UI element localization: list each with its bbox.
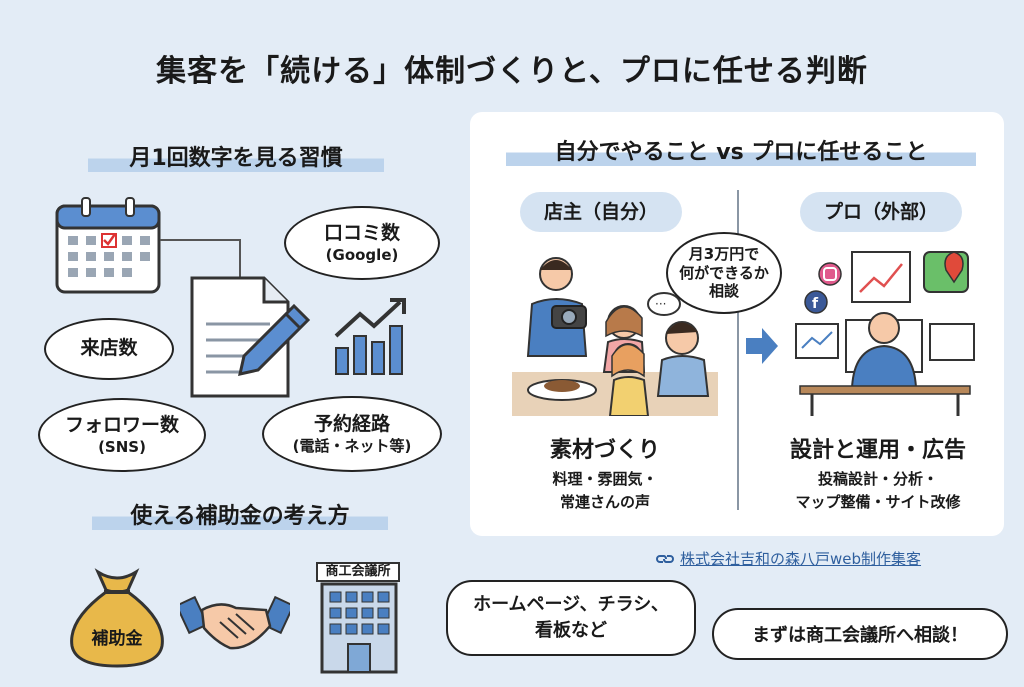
page-title: 集客を「続ける」体制づくりと、プロに任せる判断: [156, 54, 868, 89]
pro-scene-illustration: f: [795, 251, 975, 416]
svg-text:f: f: [812, 296, 819, 312]
booking-channels: (電話・ネット等): [292, 436, 412, 455]
speech-line2: 何ができるか: [679, 263, 769, 282]
svg-text:···: ···: [655, 297, 666, 311]
credit-text: 株式会社吉和の森八戸web制作集客: [680, 550, 922, 568]
building-icon: [320, 582, 398, 674]
speech-line3: 相談: [708, 282, 739, 301]
visitors-bubble: 来店数: [44, 318, 174, 380]
booking-bubble: 予約経路 (電話・ネット等): [262, 396, 442, 472]
pen-icon: [238, 303, 311, 376]
subsidy-heading: 使える補助金の考え方: [92, 498, 388, 530]
consult-text: まずは商工会議所へ相談！: [752, 625, 968, 646]
numbers-heading: 月1回数字を見る習慣: [88, 140, 384, 172]
column-divider: [737, 190, 739, 510]
link-icon: [656, 554, 674, 563]
comparison-heading: 自分でやること vs プロに任せること: [506, 134, 976, 166]
owner-line2: 常連さんの声: [559, 492, 650, 511]
followers-bubble: フォロワー数 (SNS): [38, 398, 206, 472]
owner-pill: 店主（自分）: [520, 192, 682, 232]
followers-label: フォロワー数: [64, 413, 179, 436]
pro-title: 設計と運用・広告: [789, 438, 966, 463]
calendar-icon: [55, 197, 161, 294]
subsidy-uses-line1: ホームページ、チラシ、: [473, 593, 669, 615]
growth-chart-icon: [334, 298, 406, 375]
owner-title: 素材づくり: [549, 438, 660, 463]
owner-line1: 料理・雰囲気・: [552, 470, 658, 488]
reviews-bubble: 口コミ数 (Google): [284, 206, 440, 280]
connector-line: [160, 239, 241, 286]
reviews-label: 口コミ数: [323, 221, 400, 244]
handshake-icon: [180, 595, 290, 650]
consult-speech-bubble: 月3万円で 何ができるか 相談: [666, 232, 782, 314]
visitors-label: 来店数: [80, 337, 138, 360]
facebook-icon: [804, 290, 828, 314]
speech-line1: 月3万円で: [688, 244, 760, 263]
arrow-right-icon: [746, 328, 778, 364]
followers-source: (SNS): [98, 437, 146, 456]
owner-scene-illustration: ···: [512, 257, 718, 416]
credit-link[interactable]: 株式会社吉和の森八戸web制作集客: [656, 548, 1008, 569]
subsidy-uses-callout: ホームページ、チラシ、 看板など: [446, 580, 696, 656]
booking-label: 予約経路: [313, 412, 390, 435]
money-bag-icon: [70, 568, 164, 668]
consult-callout: まずは商工会議所へ相談！: [712, 608, 1008, 660]
building-sign: 商工会議所: [316, 562, 400, 582]
subsidy-uses-line2: 看板など: [535, 620, 607, 641]
instagram-icon: [818, 262, 842, 286]
subsidy-bag-label: 補助金: [91, 629, 143, 649]
pro-line1: 投稿設計・分析・: [817, 470, 938, 488]
pro-duties: 投稿設計・分析・ マップ整備・サイト改修: [760, 468, 996, 513]
owner-duties: 料理・雰囲気・ 常連さんの声: [500, 468, 710, 513]
pro-line2: マップ整備・サイト改修: [795, 492, 961, 511]
reviews-source: (Google): [325, 245, 399, 264]
pro-pill: プロ（外部）: [800, 192, 962, 232]
